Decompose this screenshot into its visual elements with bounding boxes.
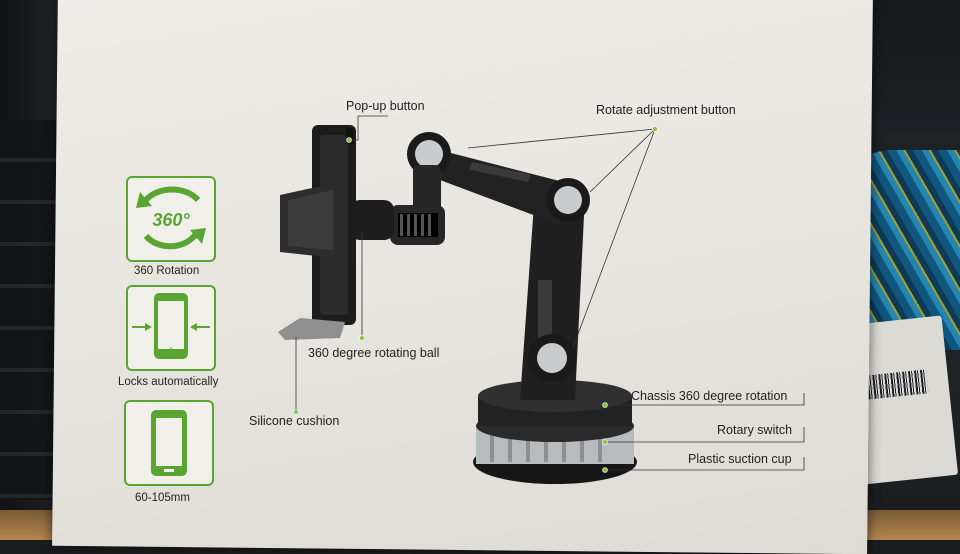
caption-size-range: 60-105mm: [135, 492, 190, 504]
phone-mount-product: [278, 115, 805, 473]
label-silicone-cushion: Silicone cushion: [249, 414, 340, 428]
label-rotating-ball: 360 degree rotating ball: [308, 346, 440, 360]
caption-360-rotation: 360 Rotation: [134, 265, 200, 277]
label-rotary-switch: Rotary switch: [717, 423, 793, 437]
callout-leader-lines: [295, 115, 805, 471]
caption-locks-automatically: Locks automatically: [118, 376, 219, 388]
label-suction-cup: Plastic suction cup: [688, 452, 792, 466]
feature-card-lock: [126, 285, 216, 371]
upper-arm: [420, 145, 575, 225]
phone-lock-icon: [132, 293, 210, 359]
phone-size-icon: [151, 410, 187, 476]
callout-dots: [293, 126, 658, 473]
rotate-360-icon: 360°: [136, 186, 206, 250]
silicone-cushion-foot: [278, 318, 345, 340]
rotation-badge-text: 360°: [152, 210, 190, 230]
feature-card-rotation: 360°: [126, 176, 216, 262]
feature-card-size: [124, 400, 214, 486]
rotary-ring-grooves: [490, 428, 602, 462]
label-rotate-adjustment-button: Rotate adjustment button: [596, 103, 736, 117]
label-popup-button: Pop-up button: [346, 99, 425, 113]
label-chassis-rotation: Chassis 360 degree rotation: [631, 389, 788, 403]
